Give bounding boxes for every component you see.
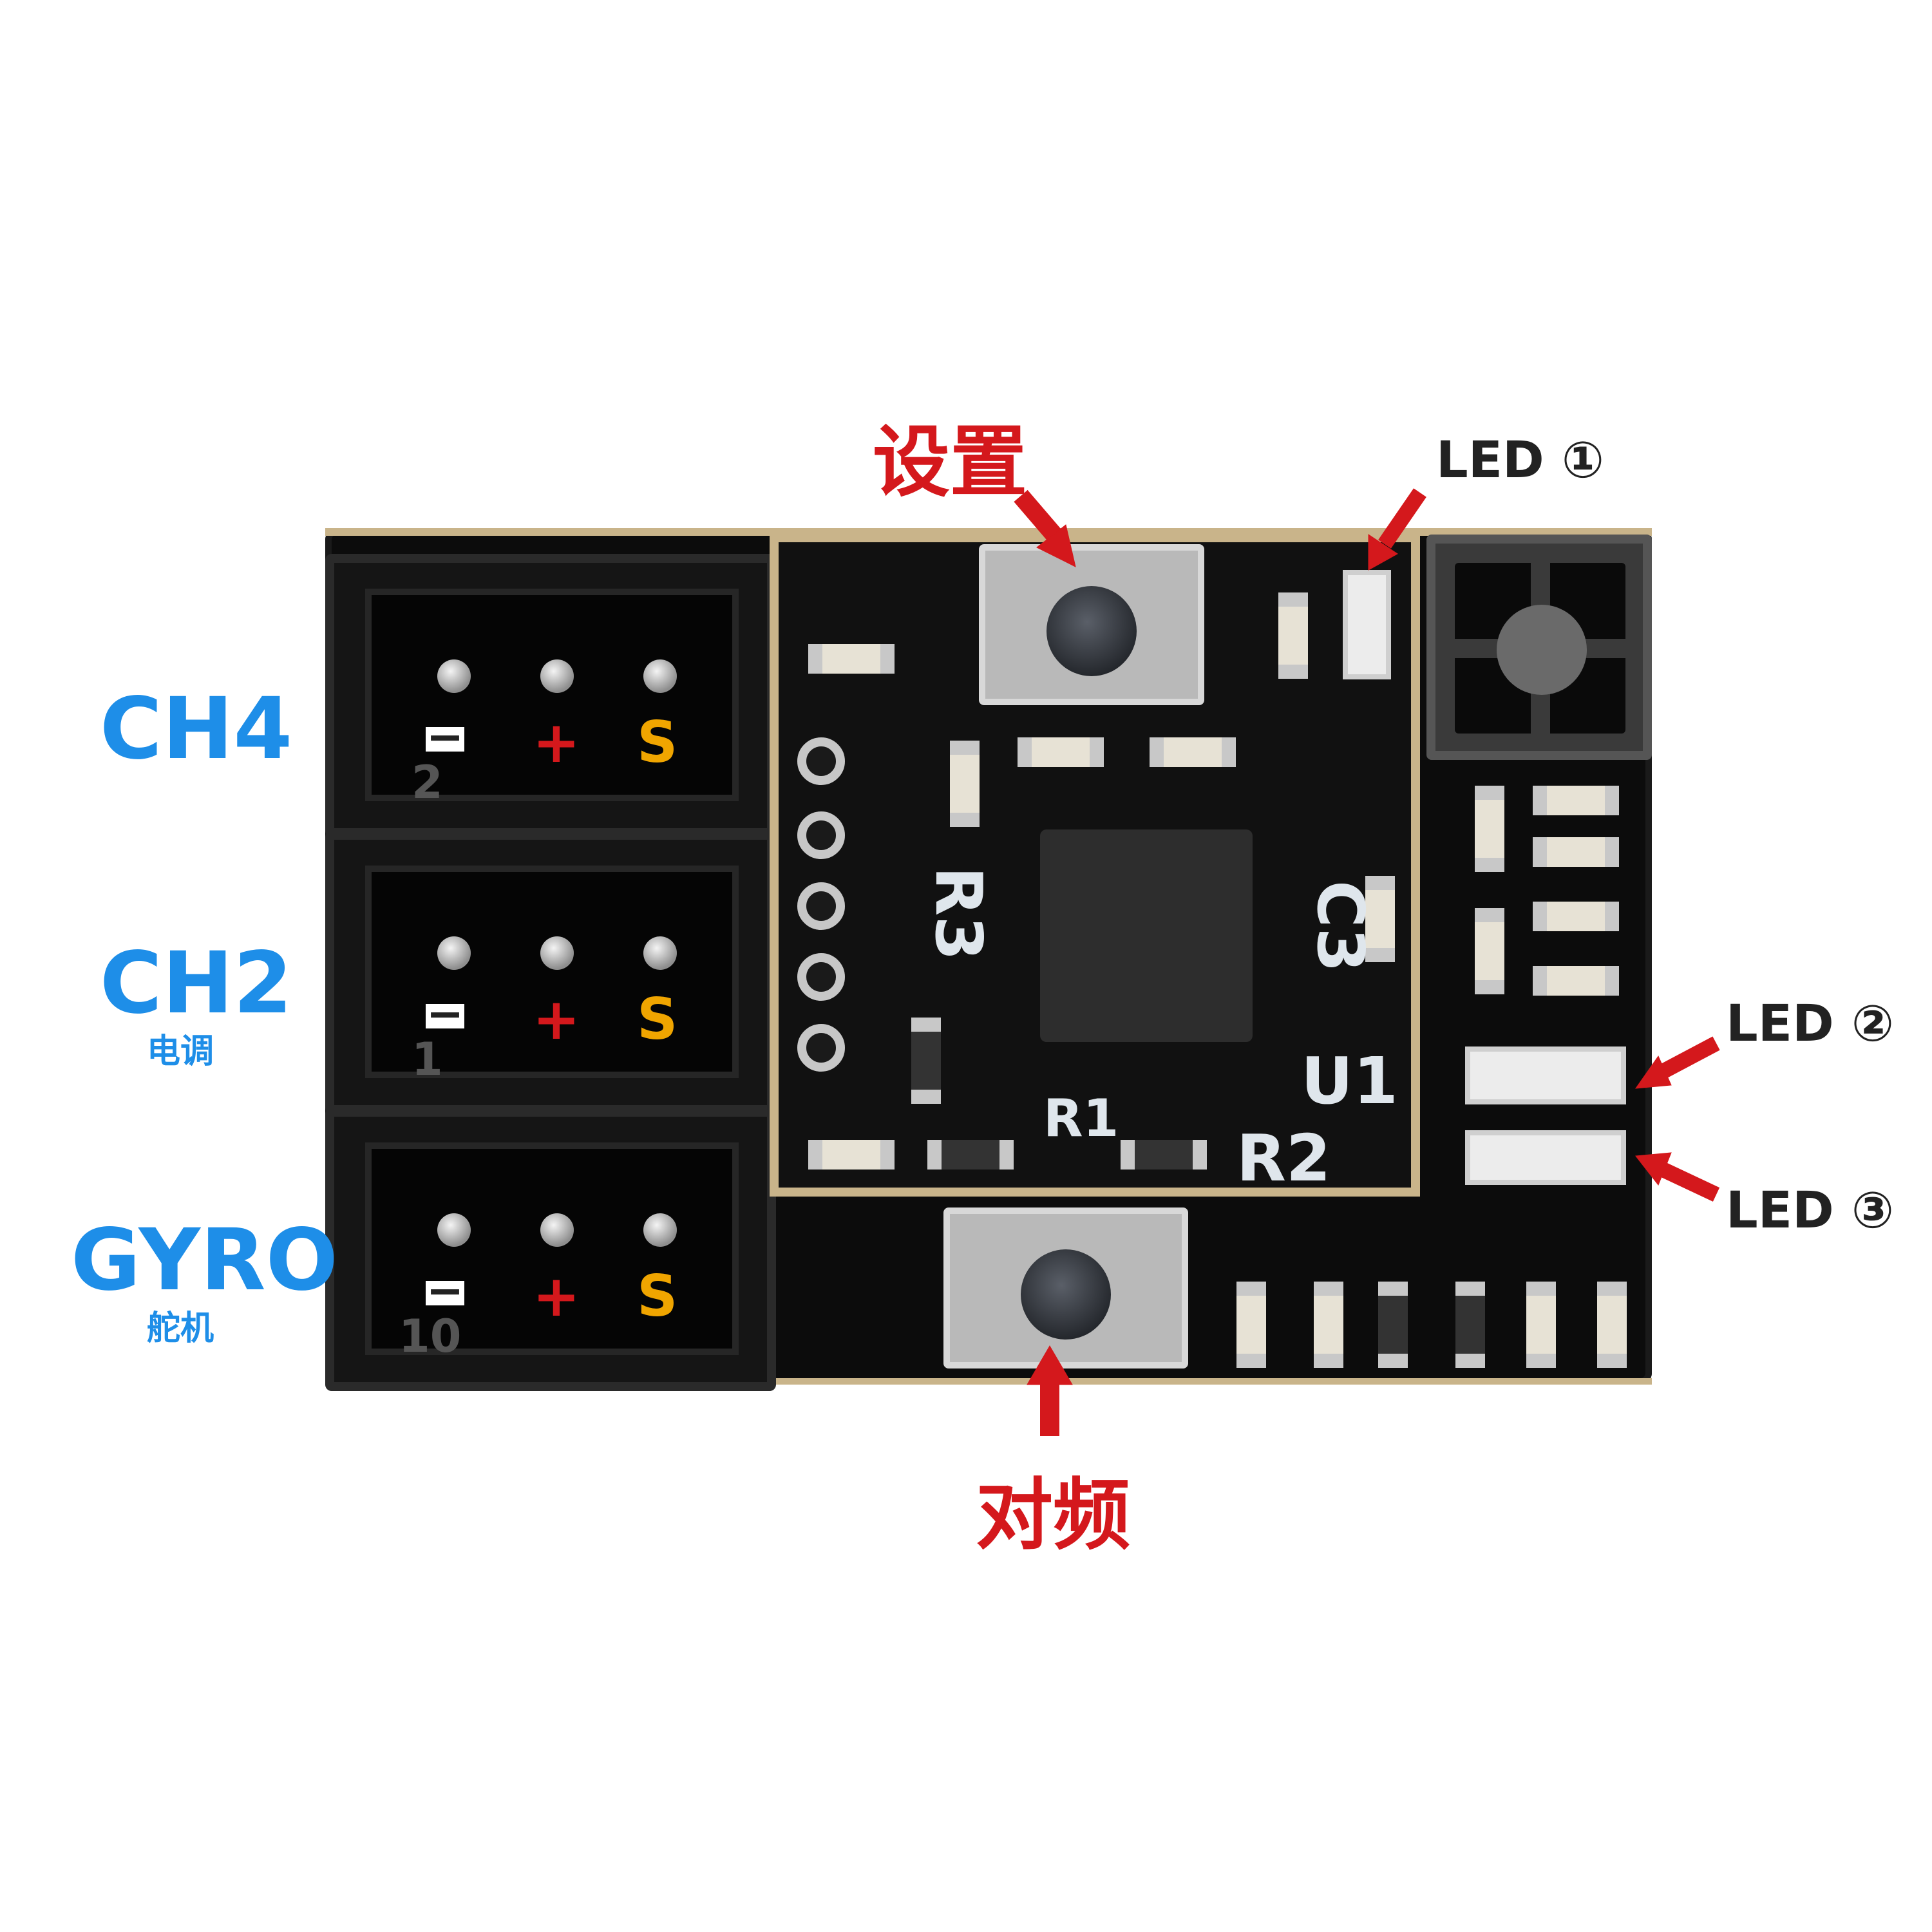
polarity-plus: + — [533, 1263, 580, 1329]
arrow-bind-head — [1027, 1345, 1073, 1385]
label-led-1: LED ① — [1436, 431, 1604, 489]
arrow-led-2-head — [1634, 1055, 1672, 1089]
arrow-led-2 — [1658, 1036, 1720, 1079]
bind-button[interactable] — [943, 1208, 1188, 1368]
silk-port-1: 1 — [412, 1033, 443, 1086]
smd-capacitor — [808, 1140, 895, 1170]
arrow-setup — [1014, 489, 1066, 547]
connector-ch4-socket — [365, 589, 739, 801]
pin-plus — [540, 1213, 574, 1247]
smd-capacitor — [1018, 737, 1104, 767]
silk-port-10: 10 — [399, 1310, 462, 1363]
pin-minus — [437, 659, 471, 693]
antenna-component — [1426, 535, 1652, 760]
smd-resistor — [1533, 966, 1619, 996]
smd-resistor — [1121, 1140, 1207, 1170]
smd-capacitor — [808, 644, 895, 674]
led-1 — [1343, 570, 1391, 679]
polarity-signal: S — [637, 986, 678, 1052]
smd-resistor — [1533, 902, 1619, 931]
smd-resistor — [1455, 1282, 1485, 1368]
label-ch4: CH4 — [100, 679, 293, 779]
silk-r1: R1 — [1043, 1088, 1119, 1148]
label-led-3: LED ③ — [1726, 1182, 1894, 1240]
connector-ch2-socket — [365, 866, 739, 1078]
led-3 — [1465, 1130, 1626, 1185]
smd-resistor — [911, 1018, 941, 1104]
smd-capacitor — [1597, 1282, 1627, 1368]
smd-resistor — [1150, 737, 1236, 767]
solder-pad — [797, 882, 845, 930]
smd-capacitor — [950, 741, 980, 827]
bind-button-cap — [1021, 1249, 1111, 1340]
polarity-plus: + — [533, 986, 580, 1052]
smd-resistor — [1378, 1282, 1408, 1368]
label-gyro: GYRO — [71, 1211, 338, 1310]
label-setup: 设置 — [873, 418, 1027, 507]
smd-capacitor — [1365, 876, 1395, 962]
arrow-setup-head — [1036, 524, 1076, 567]
smd-capacitor — [1526, 1282, 1556, 1368]
arrow-led-3 — [1658, 1162, 1720, 1202]
pin-minus — [437, 936, 471, 970]
main-ic-chip — [1040, 829, 1253, 1042]
smd-resistor — [927, 1140, 1014, 1170]
pin-signal — [643, 1213, 677, 1247]
board-edge-bottom — [325, 1378, 1652, 1385]
label-ch2-sub: 电调 — [147, 1032, 214, 1071]
smd-resistor — [1533, 837, 1619, 867]
arrow-led-1 — [1378, 488, 1426, 549]
antenna-dome — [1497, 605, 1587, 695]
arrow-led-1-head — [1368, 534, 1398, 571]
smd-resistor — [1533, 786, 1619, 815]
polarity-plus: + — [533, 709, 580, 775]
pin-signal — [643, 659, 677, 693]
smd-capacitor — [1236, 1282, 1266, 1368]
led-2 — [1465, 1046, 1626, 1104]
setup-button[interactable] — [979, 544, 1204, 705]
smd-capacitor — [1475, 786, 1504, 872]
pin-minus — [437, 1213, 471, 1247]
polarity-signal: S — [637, 1263, 678, 1329]
connector-ch2[interactable]: − + S 1 — [325, 831, 776, 1114]
pin-plus — [540, 936, 574, 970]
label-led-2: LED ② — [1726, 995, 1894, 1053]
servo-connector-block: − + S 2 − + S 1 − + S 10 — [325, 547, 789, 1391]
pin-plus — [540, 659, 574, 693]
polarity-signal: S — [637, 709, 678, 775]
connector-gyro[interactable]: − + S 10 — [325, 1108, 776, 1391]
label-bind: 对频 — [976, 1471, 1130, 1560]
connector-gyro-socket — [365, 1142, 739, 1355]
label-gyro-sub: 舵机 — [147, 1309, 214, 1348]
pin-signal — [643, 936, 677, 970]
smd-resistor — [1278, 592, 1308, 679]
label-ch2: CH2 — [100, 934, 293, 1033]
silk-r2: R2 — [1236, 1121, 1331, 1196]
silk-u1: U1 — [1301, 1043, 1398, 1119]
smd-capacitor — [1475, 908, 1504, 994]
silk-port-2: 2 — [412, 756, 443, 809]
setup-button-cap — [1046, 586, 1137, 676]
smd-capacitor — [1314, 1282, 1343, 1368]
arrow-led-3-head — [1635, 1152, 1672, 1186]
